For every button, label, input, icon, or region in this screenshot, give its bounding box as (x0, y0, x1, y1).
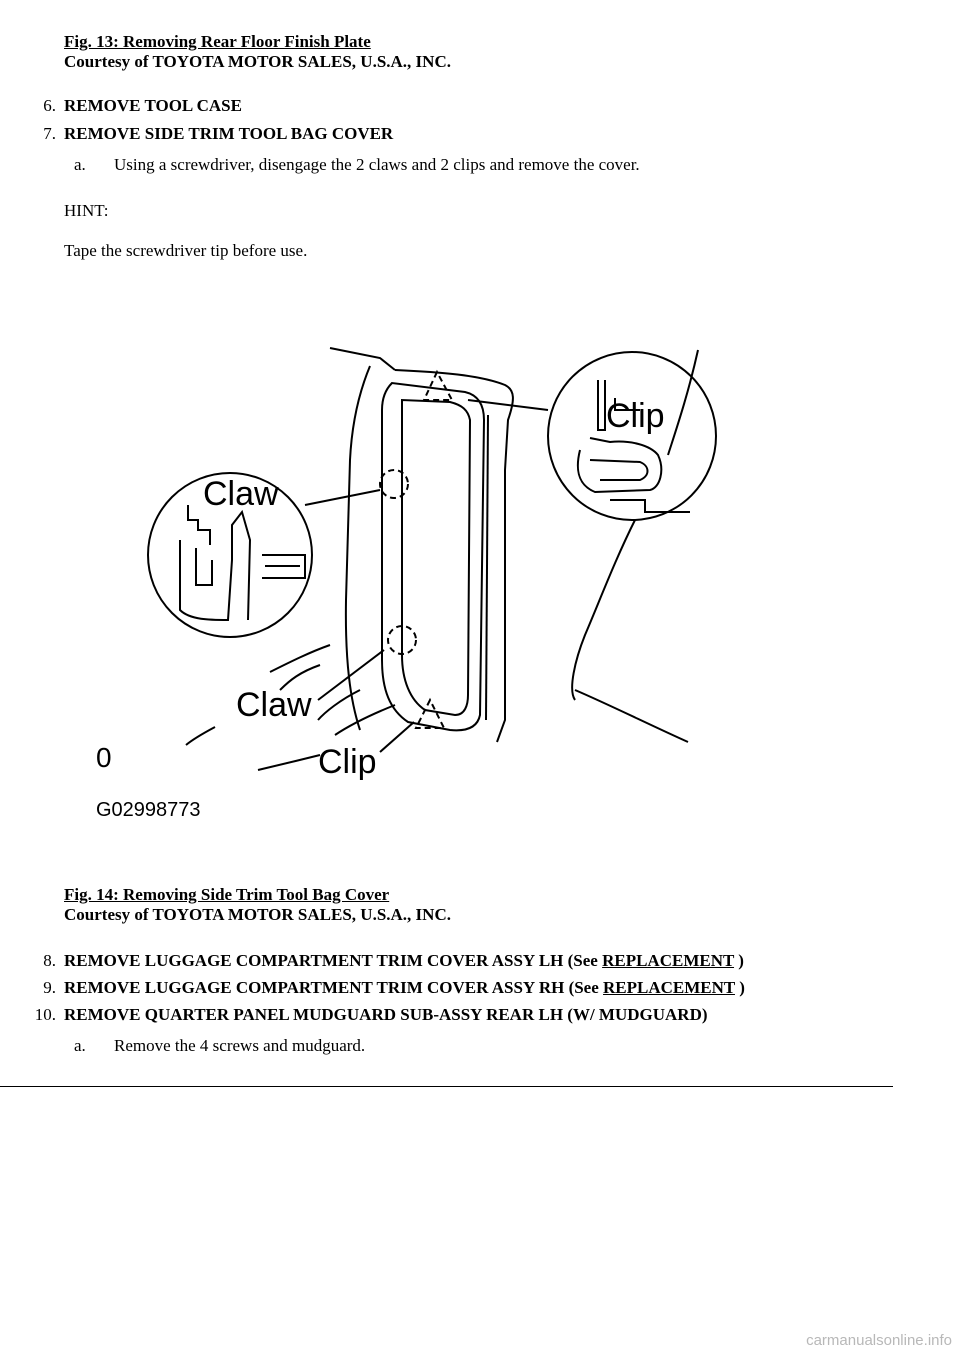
panel-edge-line (574, 689, 689, 743)
substep-letter: a. (74, 155, 86, 174)
clip-detail-line (614, 398, 640, 411)
corner-mark: 0 (96, 742, 112, 773)
hint-text: Tape the screwdriver tip before use. (64, 241, 308, 260)
panel-edge-line (394, 369, 514, 743)
clip-detail-line (610, 499, 690, 513)
panel-edge-line (317, 689, 361, 721)
label-clip-top: Clip (606, 397, 665, 435)
claw-marker-top (379, 469, 409, 499)
cover-edge-line (485, 414, 489, 721)
step-title: REMOVE LUGGAGE COMPARTMENT TRIM COVER AS… (64, 951, 603, 970)
replacement-link[interactable]: REPLACEMENT (602, 951, 735, 970)
fig14-courtesy: Courtesy of TOYOTA MOTOR SALES, U.S.A., … (64, 905, 451, 924)
panel-edge-line (257, 754, 321, 771)
step-title: REMOVE QUARTER PANEL MUDGUARD SUB-ASSY R… (64, 1005, 708, 1024)
clip-detail-line (589, 459, 649, 481)
claw-detail-line (195, 548, 213, 586)
fig14-illustration: Clip Claw Claw Clip 0 G02998773 (96, 347, 717, 821)
step-title: REMOVE TOOL CASE (64, 96, 242, 115)
leader-line (304, 489, 381, 506)
substep-text: Remove the 4 screws and mudguard. (114, 1036, 366, 1055)
label-claw-top: Claw (203, 475, 279, 513)
fig13-caption: Fig. 13: Removing Rear Floor Finish Plat… (64, 32, 371, 51)
fig13-courtesy: Courtesy of TOYOTA MOTOR SALES, U.S.A., … (64, 52, 451, 71)
leader-line (467, 399, 549, 411)
step-title-end: ) (734, 951, 744, 970)
panel-edge-line (185, 726, 216, 746)
clip-marker-top (422, 369, 454, 401)
panel-edge-line (329, 347, 396, 371)
leader-line (317, 649, 385, 701)
hint-label: HINT: (64, 201, 109, 220)
claw-detail-line (179, 509, 252, 622)
clip-detail-line (597, 380, 606, 431)
panel-edge-line (571, 519, 636, 701)
step-number: 9. (43, 978, 56, 997)
step-title-end: ) (734, 978, 745, 997)
fig14-caption: Fig. 14: Removing Side Trim Tool Bag Cov… (64, 885, 390, 904)
clip-detail-line (576, 437, 663, 494)
leader-line (379, 721, 415, 753)
page-divider (0, 1086, 893, 1087)
replacement-link[interactable]: REPLACEMENT (603, 978, 735, 997)
claw-detail-line (262, 554, 306, 579)
step-number: 8. (43, 951, 56, 970)
claw-marker-bottom (387, 625, 417, 655)
step-number: 6. (43, 96, 56, 115)
cover-inner-outline (401, 398, 472, 717)
panel-edge-line (344, 365, 371, 731)
watermark: carmanualsonline.info (806, 1332, 952, 1349)
panel-edge-line (334, 704, 396, 736)
panel-edge-line (269, 644, 331, 673)
step-number: 7. (43, 124, 56, 143)
clip-detail-circle (547, 351, 717, 521)
cover-outline (381, 381, 486, 732)
panel-edge-line (667, 349, 699, 456)
panel-edge-line (279, 664, 321, 691)
step-number: 10. (34, 1005, 56, 1024)
figure-code: G02998773 (96, 799, 201, 821)
step-title: REMOVE LUGGAGE COMPARTMENT TRIM COVER AS… (64, 978, 604, 997)
label-clip-bottom: Clip (318, 743, 377, 781)
claw-detail-circle (147, 472, 313, 638)
claw-detail-line (187, 505, 211, 545)
substep-text: Using a screwdriver, disengage the 2 cla… (114, 155, 640, 174)
step-title: REMOVE SIDE TRIM TOOL BAG COVER (64, 124, 394, 143)
substep-letter: a. (74, 1036, 86, 1055)
clip-marker-bottom (414, 697, 446, 729)
label-claw-bottom: Claw (236, 686, 312, 724)
